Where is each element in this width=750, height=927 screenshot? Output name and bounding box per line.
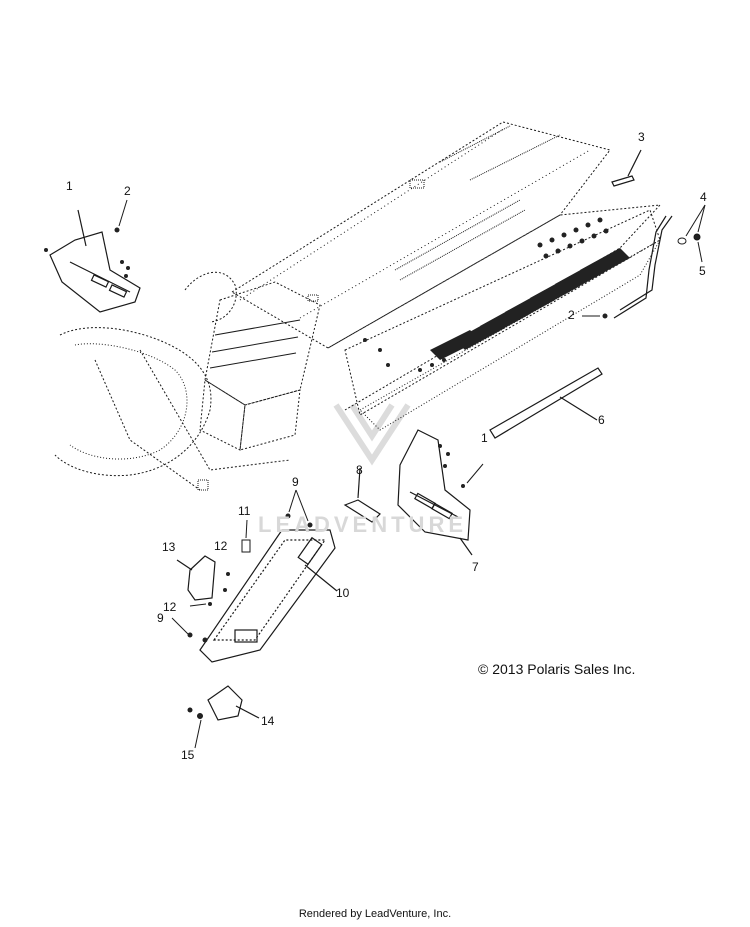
- part-14-bracket: [207, 685, 260, 721]
- footer-credit: Rendered by LeadVenture, Inc.: [298, 908, 452, 920]
- part-11-fastener: [241, 519, 251, 553]
- rail-pattern: [363, 217, 630, 372]
- copyright-notice: © 2013 Polaris Sales Inc.: [478, 661, 636, 677]
- chassis-tunnel: [54, 121, 662, 491]
- callout-6: 6: [598, 413, 605, 427]
- watermark-text: LEADVENTURE: [258, 512, 468, 537]
- callout-12: 12: [214, 539, 228, 553]
- callout-15: 15: [181, 748, 195, 762]
- callout-8: 8: [356, 463, 363, 477]
- part-4-5-hardware: [677, 204, 706, 263]
- part-10-skid-plate: [199, 529, 338, 663]
- callout-5: 5: [699, 264, 706, 278]
- watermark-logo: [333, 403, 411, 466]
- callout-11: 11: [238, 504, 251, 518]
- part-12-fasteners: [189, 572, 230, 607]
- part-1-guard-left: [49, 209, 141, 313]
- callout-4: 4: [700, 190, 707, 204]
- callout-14: 14: [261, 714, 275, 728]
- part-2-screws-left: [44, 199, 130, 278]
- callout-1: 1: [66, 179, 73, 193]
- callout-2: 2: [124, 184, 131, 198]
- part-2-screw-right: [582, 313, 608, 319]
- callout-9b: 9: [157, 611, 164, 625]
- part-13-clip: [176, 555, 216, 601]
- callout-2b: 2: [568, 308, 575, 322]
- part-1-screws-right: [438, 444, 484, 488]
- callout-13: 13: [162, 540, 176, 554]
- callout-7: 7: [472, 560, 479, 574]
- part-9-screws: [171, 489, 313, 643]
- callout-9: 9: [292, 475, 299, 489]
- callout-12b: 12: [163, 600, 177, 614]
- callout-1b: 1: [481, 431, 488, 445]
- callout-3: 3: [638, 130, 645, 144]
- part-8-bracket: [343, 467, 381, 523]
- callout-10: 10: [336, 586, 350, 600]
- part-15-screw: [187, 707, 203, 749]
- part-7-guard-right: [397, 429, 473, 556]
- part-3-bracket: [611, 149, 642, 187]
- part-6-side-bar: [489, 215, 673, 439]
